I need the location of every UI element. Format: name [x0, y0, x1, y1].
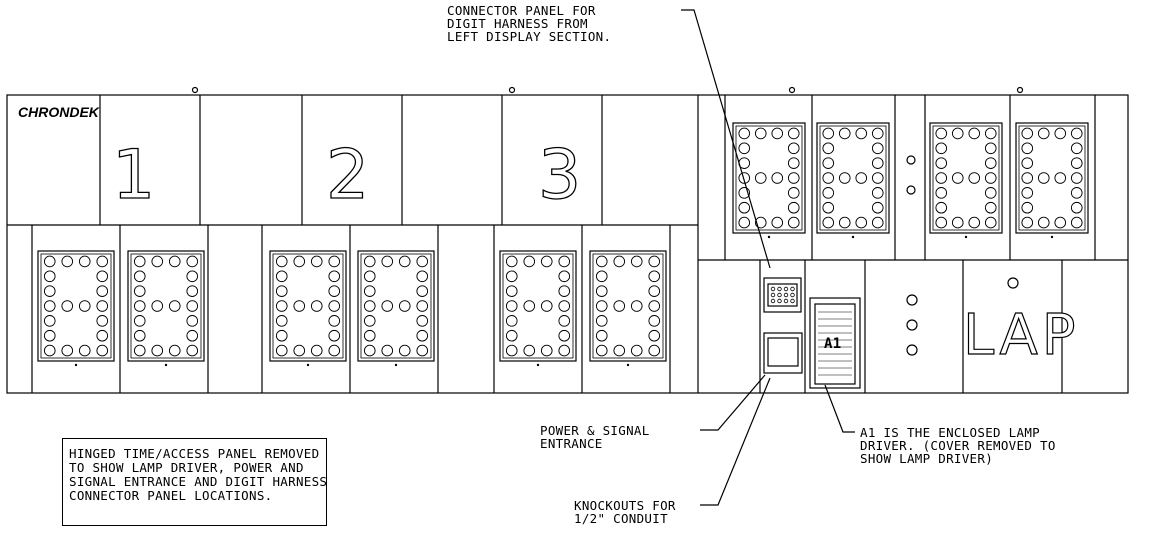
leader-connector: [681, 9, 771, 269]
mount-hole: [788, 86, 796, 94]
callout-connector-panel: CONNECTOR PANEL FOR DIGIT HARNESS FROM L…: [447, 3, 612, 44]
lamp-digit: [929, 122, 1003, 239]
callout-lamp-driver: A1 IS THE ENCLOSED LAMP DRIVER. (COVER R…: [860, 425, 1056, 466]
mount-hole: [508, 86, 516, 94]
lamp-driver-outline: [809, 297, 861, 389]
mount-hole: [191, 86, 199, 94]
digit-layer: [37, 122, 1089, 367]
section-number-1: 1: [111, 136, 156, 215]
callout-knockouts: KNOCKOUTS FOR 1/2" CONDUIT: [574, 498, 676, 526]
callout-power-signal: POWER & SIGNAL ENTRANCE: [540, 423, 650, 451]
driver-label: A1: [824, 336, 842, 352]
mount-hole: [1016, 86, 1024, 94]
lamp-digit: [589, 250, 667, 367]
lamp-digit: [37, 250, 115, 367]
lamp-digit: [1015, 122, 1089, 239]
keypad-layer: [770, 286, 852, 376]
lamp-digit: [816, 122, 890, 239]
section-number-3: 3: [537, 136, 582, 215]
power-signal-box: [763, 332, 803, 374]
leader-knockouts: [700, 377, 771, 506]
note-text: HINGED TIME/ACCESS PANEL REMOVED TO SHOW…: [69, 446, 328, 503]
lamp-digit: [269, 250, 347, 367]
lamp-digit: [499, 250, 577, 367]
board-outline: [6, 94, 1129, 394]
lamp-digit: [127, 250, 205, 367]
leader-driver: [824, 384, 855, 433]
note-box: HINGED TIME/ACCESS PANEL REMOVED TO SHOW…: [62, 438, 327, 526]
connector-panel: [763, 277, 802, 313]
brand-logo: CHRONDEK: [18, 104, 99, 120]
lamp-digit: [732, 122, 806, 239]
lamp-digit: [357, 250, 435, 367]
lap-label: LAP: [962, 303, 1080, 368]
section-number-2: 2: [325, 136, 370, 215]
leader-power: [700, 374, 766, 431]
